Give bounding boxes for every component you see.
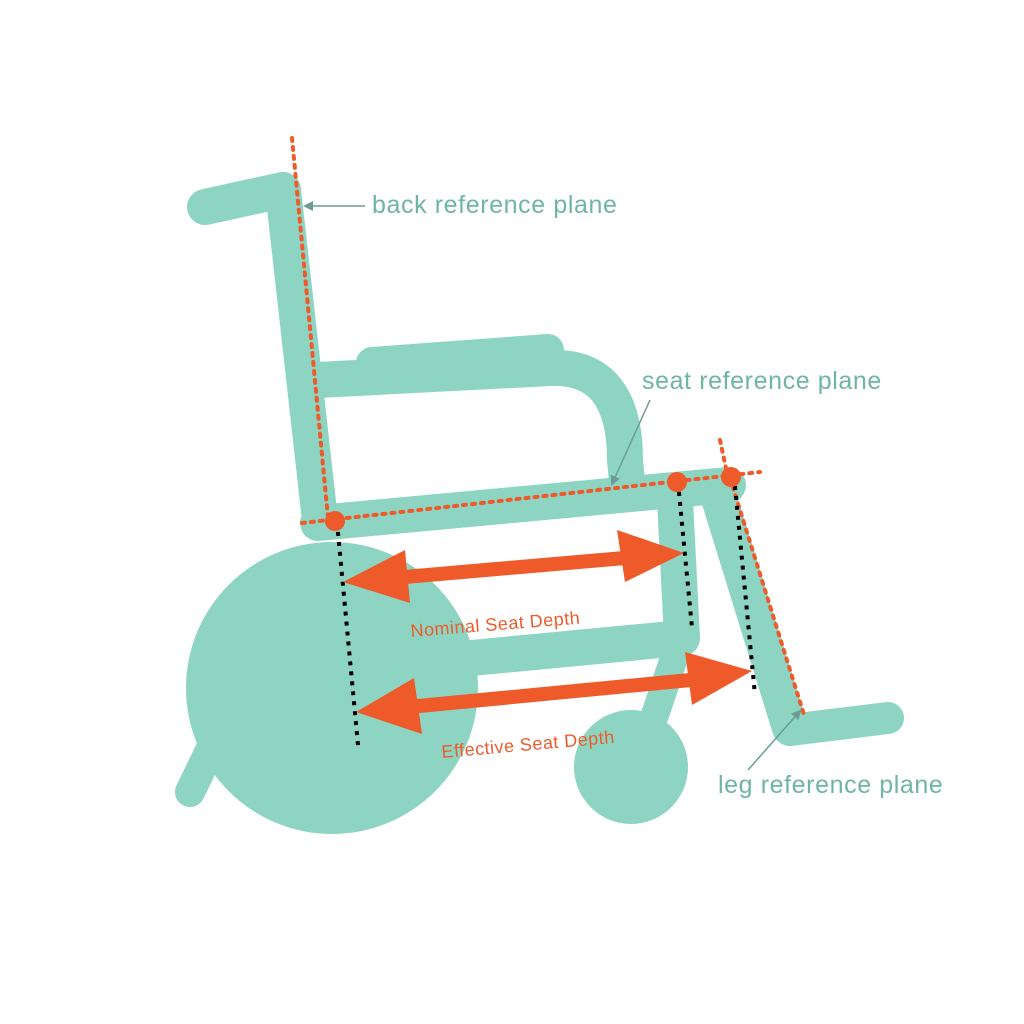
back-seat-point xyxy=(325,511,345,531)
front-post-drop-line xyxy=(676,481,694,629)
footplate xyxy=(774,702,904,746)
front-post-point xyxy=(667,472,687,492)
front-post xyxy=(657,482,700,656)
measurement-guides xyxy=(335,475,757,746)
effective-seat-depth-arrow xyxy=(356,652,752,734)
legrest xyxy=(700,477,808,746)
effective-arrowhead-right xyxy=(685,652,752,705)
leg-reference-plane-label: leg reference plane xyxy=(718,771,943,799)
reference-planes xyxy=(290,136,807,720)
leg-reference-vertical-tick xyxy=(718,438,730,480)
armrest-frame xyxy=(300,349,646,510)
leg-reference-pointer xyxy=(747,709,802,771)
pointers xyxy=(303,201,802,771)
back-reference-plane-label: back reference plane xyxy=(372,191,617,219)
lower-frame-bar xyxy=(432,620,700,678)
front-edge-point xyxy=(721,467,741,487)
seat-reference-pointer xyxy=(610,399,651,486)
reference-points xyxy=(325,467,741,531)
rear-wheel xyxy=(186,542,478,834)
effective-arrow-shaft xyxy=(407,672,702,714)
seat-reference-plane-label: seat reference plane xyxy=(642,367,882,395)
back-reference-line xyxy=(290,136,330,520)
nominal-seat-depth-arrow xyxy=(343,530,684,603)
back-drop-line xyxy=(335,521,360,746)
front-edge-drop-line xyxy=(732,475,757,696)
effective-arrowhead-left xyxy=(356,678,422,734)
seat-reference-line xyxy=(300,470,762,525)
nominal-arrowhead-right xyxy=(617,530,684,582)
caster-wheel xyxy=(574,710,688,824)
back-post xyxy=(265,172,338,538)
nominal-arrowhead-left xyxy=(343,550,410,603)
nominal-arrow-shaft xyxy=(392,550,637,585)
leg-reference-line xyxy=(728,476,807,720)
wheelchair xyxy=(175,172,904,834)
